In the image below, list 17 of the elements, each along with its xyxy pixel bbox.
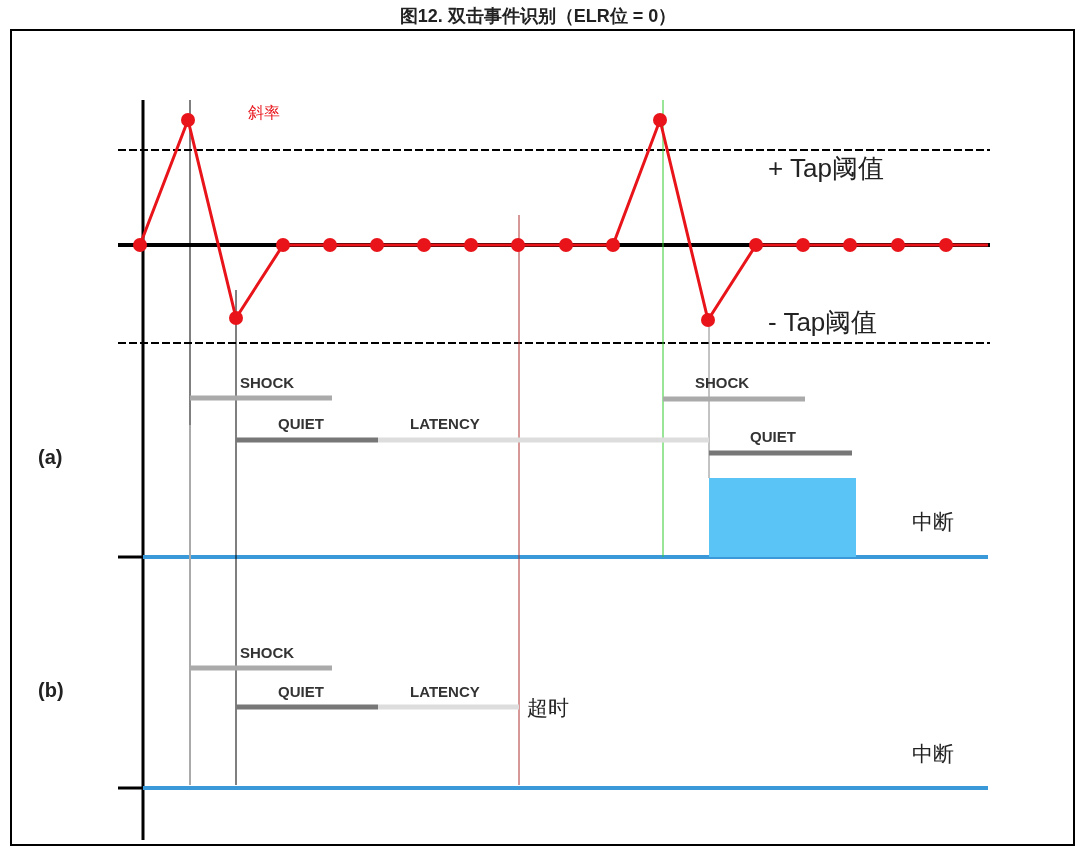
threshold-label: + Tap阈值 [768, 152, 884, 185]
duration-label: SHOCK [695, 374, 750, 391]
duration-label: QUIET [278, 415, 324, 432]
duration-label: SHOCK [240, 374, 295, 391]
duration-label: QUIET [278, 683, 324, 700]
duration-label: LATENCY [410, 683, 480, 700]
figure-title: 图12. 双击事件识别（ELR位 = 0） [398, 5, 678, 28]
duration-label: LATENCY [410, 415, 480, 432]
panel-label: (a) [38, 446, 63, 469]
panel-label: (b) [38, 679, 64, 702]
signal-label: 中断 [912, 509, 954, 535]
duration-label: QUIET [750, 428, 796, 445]
signal-label: 中断 [912, 741, 954, 767]
curve-label: 斜率 [248, 103, 280, 123]
threshold-label: - Tap阈值 [768, 306, 878, 339]
event-label: 超时 [527, 695, 569, 721]
duration-label: SHOCK [240, 644, 295, 661]
